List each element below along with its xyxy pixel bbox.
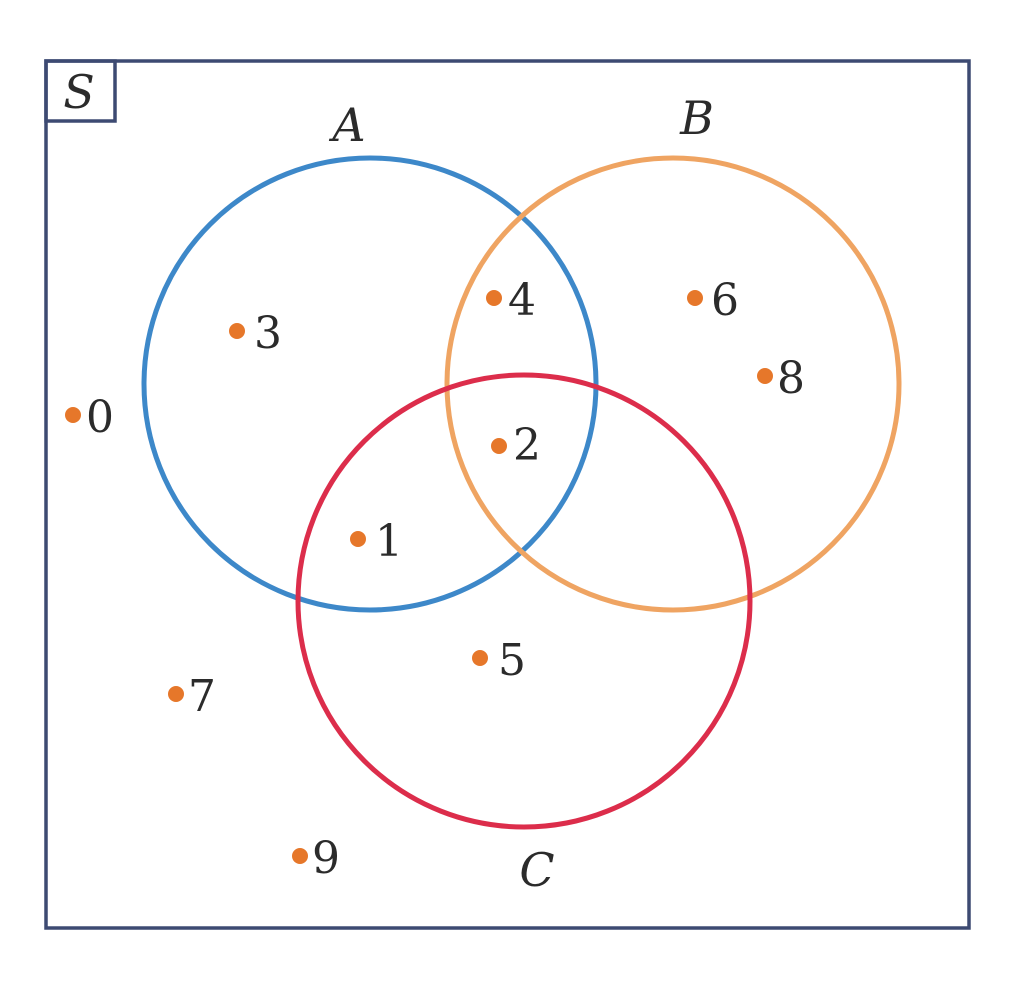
- element-0: 0: [65, 392, 114, 443]
- universe-border: [44, 59, 971, 930]
- element-label: 2: [513, 420, 541, 471]
- element-4: 4: [486, 275, 536, 326]
- element-label: 5: [498, 635, 526, 686]
- element-label: 8: [777, 353, 805, 404]
- element-dot: [229, 323, 245, 339]
- element-dot: [350, 531, 366, 547]
- element-label: 7: [188, 671, 216, 722]
- element-label: 0: [86, 392, 114, 443]
- element-dot: [472, 650, 488, 666]
- element-dot: [486, 290, 502, 306]
- element-2: 2: [491, 420, 541, 471]
- universe-label: S: [63, 65, 95, 119]
- set-c-circle: [295, 372, 753, 830]
- element-label: 3: [254, 308, 282, 359]
- element-label: 1: [375, 516, 403, 567]
- element-7: 7: [168, 671, 216, 722]
- universe-label-box: [44, 59, 117, 123]
- element-label: 9: [312, 833, 340, 884]
- element-1: 1: [350, 516, 403, 567]
- element-label: 6: [711, 275, 739, 326]
- element-dot: [757, 368, 773, 384]
- set-a-label: A: [328, 98, 365, 152]
- element-dot: [687, 290, 703, 306]
- element-9: 9: [292, 833, 340, 884]
- element-5: 5: [472, 635, 526, 686]
- set-b-circle: [444, 155, 902, 613]
- element-dot: [65, 407, 81, 423]
- element-8: 8: [757, 353, 805, 404]
- element-dot: [491, 438, 507, 454]
- set-b-label: B: [679, 91, 714, 145]
- element-label: 4: [508, 275, 536, 326]
- element-3: 3: [229, 308, 282, 359]
- element-dot: [292, 848, 308, 864]
- set-a-circle: [141, 155, 599, 613]
- set-c-label: C: [519, 843, 554, 897]
- element-6: 6: [687, 275, 739, 326]
- element-dot: [168, 686, 184, 702]
